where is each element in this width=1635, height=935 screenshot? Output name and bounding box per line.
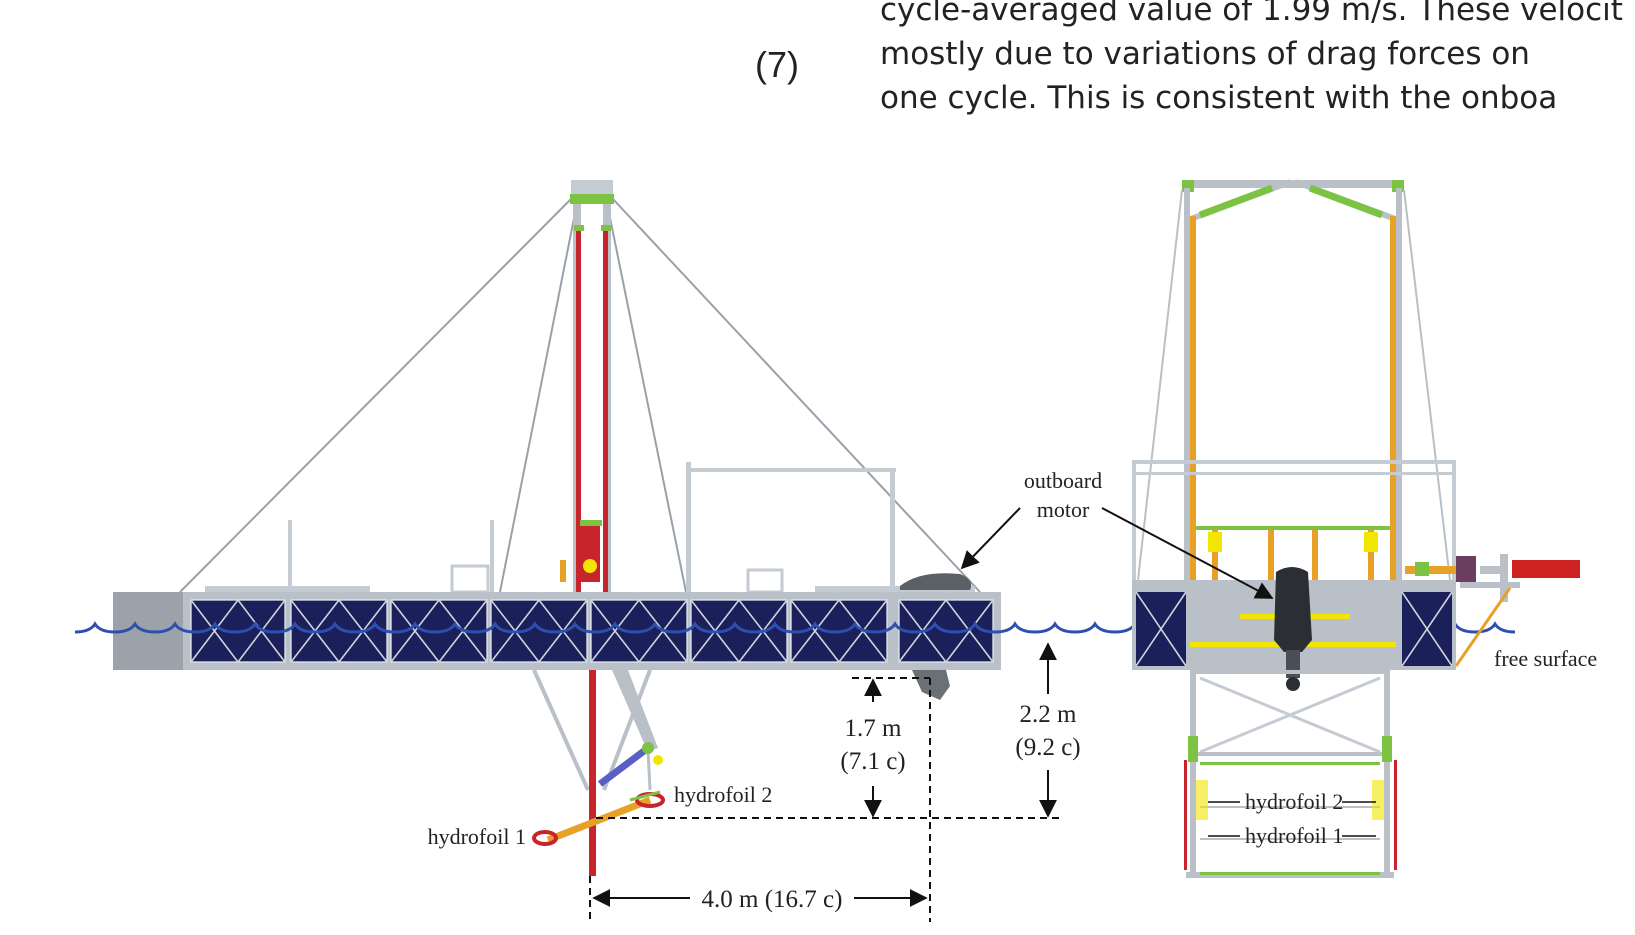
deck-structures [205,462,975,594]
body-text: cycle-averaged value of 1.99 m/s. These … [880,0,1635,120]
mast [560,180,614,592]
free-surface-label: free surface [1494,646,1597,671]
front-pontoons [1135,591,1453,667]
struts [532,669,665,876]
hydrofoil1-label: hydrofoil 1 [428,824,526,849]
outboard-arrow-front [1101,507,1274,599]
outboard-label-line1: outboard [1024,468,1102,493]
outboard-arrow-side [960,507,1021,570]
hydrofoil2-label: hydrofoil 2 [674,782,772,807]
front-actuator [1405,554,1580,667]
front-lower-frame [1184,670,1397,878]
text-line: cycle-averaged value of 1.99 m/s. These … [880,0,1623,28]
front-view [1132,179,1580,878]
spacing-label: 4.0 m (16.7 c) [702,886,843,913]
depth1-chord: (7.1 c) [840,748,905,775]
depth2-value: 2.2 m [1020,701,1078,728]
front-hydrofoil1-label: hydrofoil 1 [1245,823,1343,848]
outboard-motor-side [900,573,972,590]
text-line: mostly due to variations of drag forces … [880,36,1530,72]
annotations: outboard motor free surface hydrofoil 1 … [428,468,1597,922]
front-hydrofoil2-label: hydrofoil 2 [1245,789,1343,814]
stay-cables [179,197,981,593]
text-line: one cycle. This is consistent with the o… [880,80,1558,116]
front-mid-frame [1196,526,1390,592]
front-top-frame [1132,179,1456,581]
depth2-chord: (9.2 c) [1015,734,1080,761]
depth1-value: 1.7 m [845,715,903,742]
equation-number: (7) [755,44,799,85]
outboard-label-line2: motor [1037,497,1090,522]
